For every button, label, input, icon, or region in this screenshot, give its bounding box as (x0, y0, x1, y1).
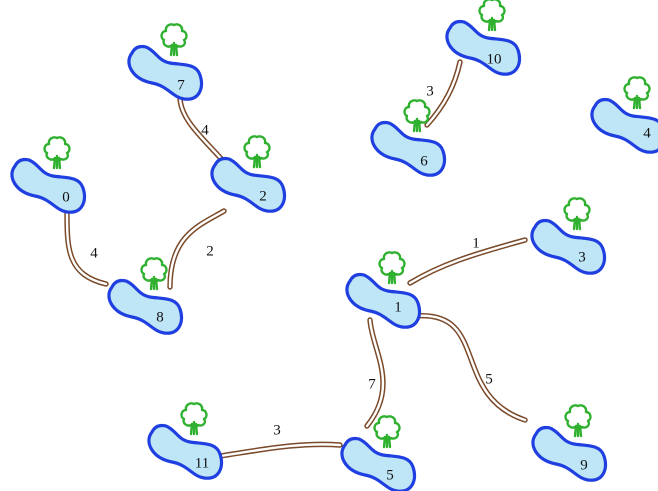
island-5: 5 (340, 415, 417, 491)
tree-icon (43, 136, 71, 170)
tree-icon (373, 415, 401, 449)
island-label: 10 (487, 51, 502, 67)
bridge-weight-label: 3 (273, 422, 281, 438)
bridge-1-9: 5 (412, 313, 528, 423)
islands-layer: 0 1 2 3 4 5 6 7 8 9 10 11 (10, 0, 658, 491)
island-11: 11 (147, 402, 224, 480)
island-label: 6 (420, 153, 428, 169)
tree-icon (243, 135, 271, 169)
bridge-1-3: 1 (407, 235, 528, 286)
bridge-weight-label: 5 (485, 371, 493, 387)
tree-icon (378, 251, 406, 285)
island-icon (530, 218, 607, 275)
island-icon (147, 423, 224, 480)
bridge-road-outline (64, 210, 109, 287)
island-6: 6 (370, 99, 447, 177)
bridge-weight-label: 1 (472, 235, 480, 251)
island-8: 8 (107, 257, 184, 335)
island-icon (340, 436, 417, 491)
tree-icon (140, 257, 168, 291)
island-label: 7 (177, 77, 185, 93)
island-2: 2 (210, 135, 287, 213)
bridge-road-center (413, 314, 527, 422)
tree-icon (403, 99, 431, 133)
tree-icon (623, 76, 651, 110)
tree-icon (564, 404, 592, 438)
island-icon (531, 425, 608, 482)
bridge-1-5: 7 (364, 317, 386, 429)
island-label: 3 (578, 249, 586, 265)
island-icon (590, 97, 658, 154)
island-icon (127, 44, 204, 101)
island-icon (107, 278, 184, 335)
island-label: 8 (156, 309, 164, 325)
bridge-road-center (365, 318, 385, 428)
island-10: 10 (445, 0, 522, 76)
bridge-road-center (168, 209, 226, 289)
bridge-road-center (408, 238, 527, 285)
bridge-weight-label: 4 (90, 245, 98, 261)
bridge-weight-label: 2 (206, 243, 214, 259)
bridges-layer: 4 4 2 3 1 7 5 3 (64, 59, 528, 459)
tree-icon (478, 0, 506, 32)
island-icon (445, 19, 522, 76)
bridge-0-8: 4 (64, 210, 109, 287)
island-label: 11 (195, 455, 209, 471)
bridge-road-outline (412, 313, 528, 423)
island-9: 9 (531, 404, 608, 482)
bridge-weight-label: 3 (426, 83, 434, 99)
bridge-road-outline (407, 237, 528, 286)
bridge-11-5: 3 (217, 422, 343, 459)
bridge-2-8: 2 (167, 208, 227, 290)
island-label: 0 (62, 189, 70, 205)
island-icon (370, 120, 447, 177)
island-label: 2 (259, 188, 267, 204)
tree-icon (563, 197, 591, 231)
island-label: 5 (386, 467, 394, 483)
island-3: 3 (530, 197, 607, 275)
bridge-road-center (65, 211, 108, 286)
island-label: 9 (580, 457, 588, 473)
bridge-weight-label: 7 (368, 376, 376, 392)
island-4: 4 (590, 76, 658, 154)
island-icon (210, 156, 287, 213)
island-icon (10, 157, 87, 214)
island-label: 4 (643, 125, 651, 141)
island-icon (345, 272, 422, 329)
island-label: 1 (394, 299, 402, 315)
island-7: 7 (127, 23, 204, 101)
island-0: 0 (10, 136, 87, 214)
bridge-road-center (178, 95, 227, 165)
bridge-road-center (218, 443, 342, 458)
bridge-10-6: 3 (424, 59, 463, 128)
bridge-weight-label: 4 (201, 122, 209, 138)
tree-icon (160, 23, 188, 57)
bridge-road-center (425, 60, 462, 127)
bridge-road-outline (364, 317, 386, 429)
tree-icon (180, 402, 208, 436)
bridge-7-2: 4 (177, 94, 228, 166)
island-1: 1 (345, 251, 422, 329)
